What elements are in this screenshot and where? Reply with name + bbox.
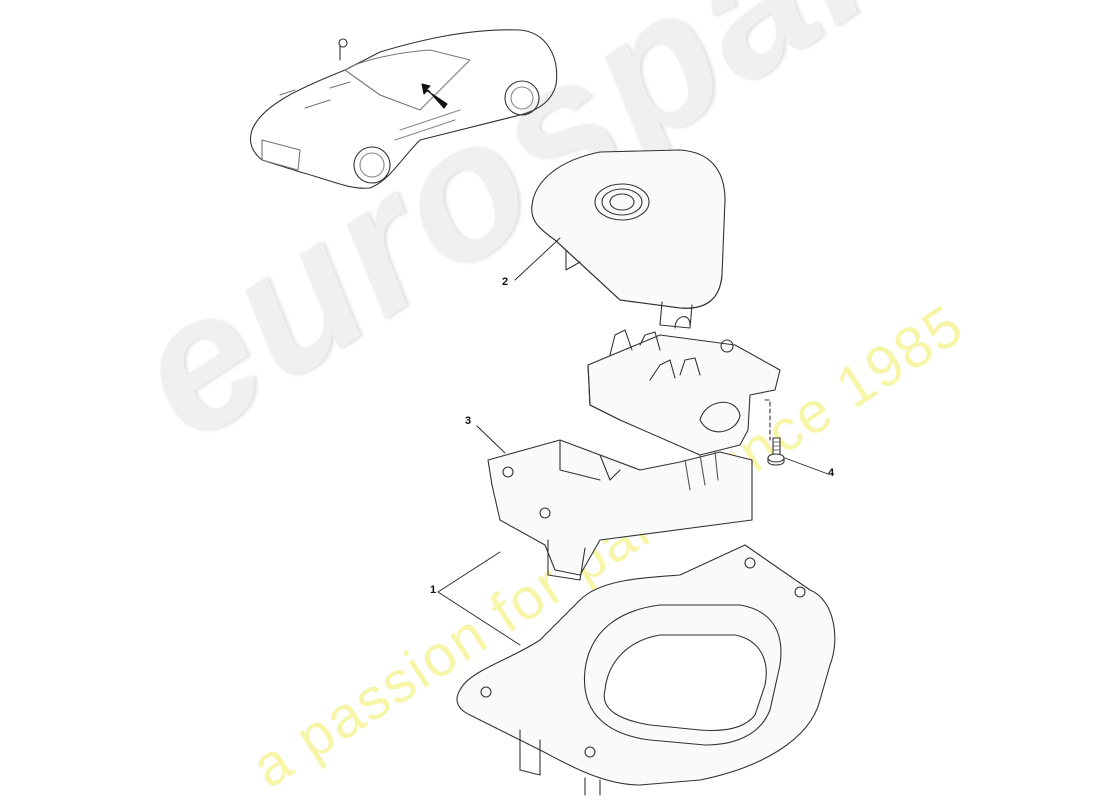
part-4-screw — [764, 399, 785, 466]
callout-2: 2 — [502, 276, 509, 288]
car-locator-icon — [249, 29, 558, 189]
part-3-module — [487, 329, 781, 581]
leader-4 — [784, 457, 829, 475]
part-2-cover — [531, 149, 726, 329]
callout-4: 4 — [828, 467, 835, 479]
leader-3 — [476, 425, 506, 454]
part-1-base — [456, 544, 836, 796]
leader-1b — [437, 591, 521, 646]
callout-3: 3 — [465, 415, 472, 427]
locator-arrow-icon — [421, 83, 448, 109]
leader-2 — [514, 237, 561, 281]
leader-1a — [437, 551, 501, 593]
callout-1: 1 — [430, 584, 437, 596]
